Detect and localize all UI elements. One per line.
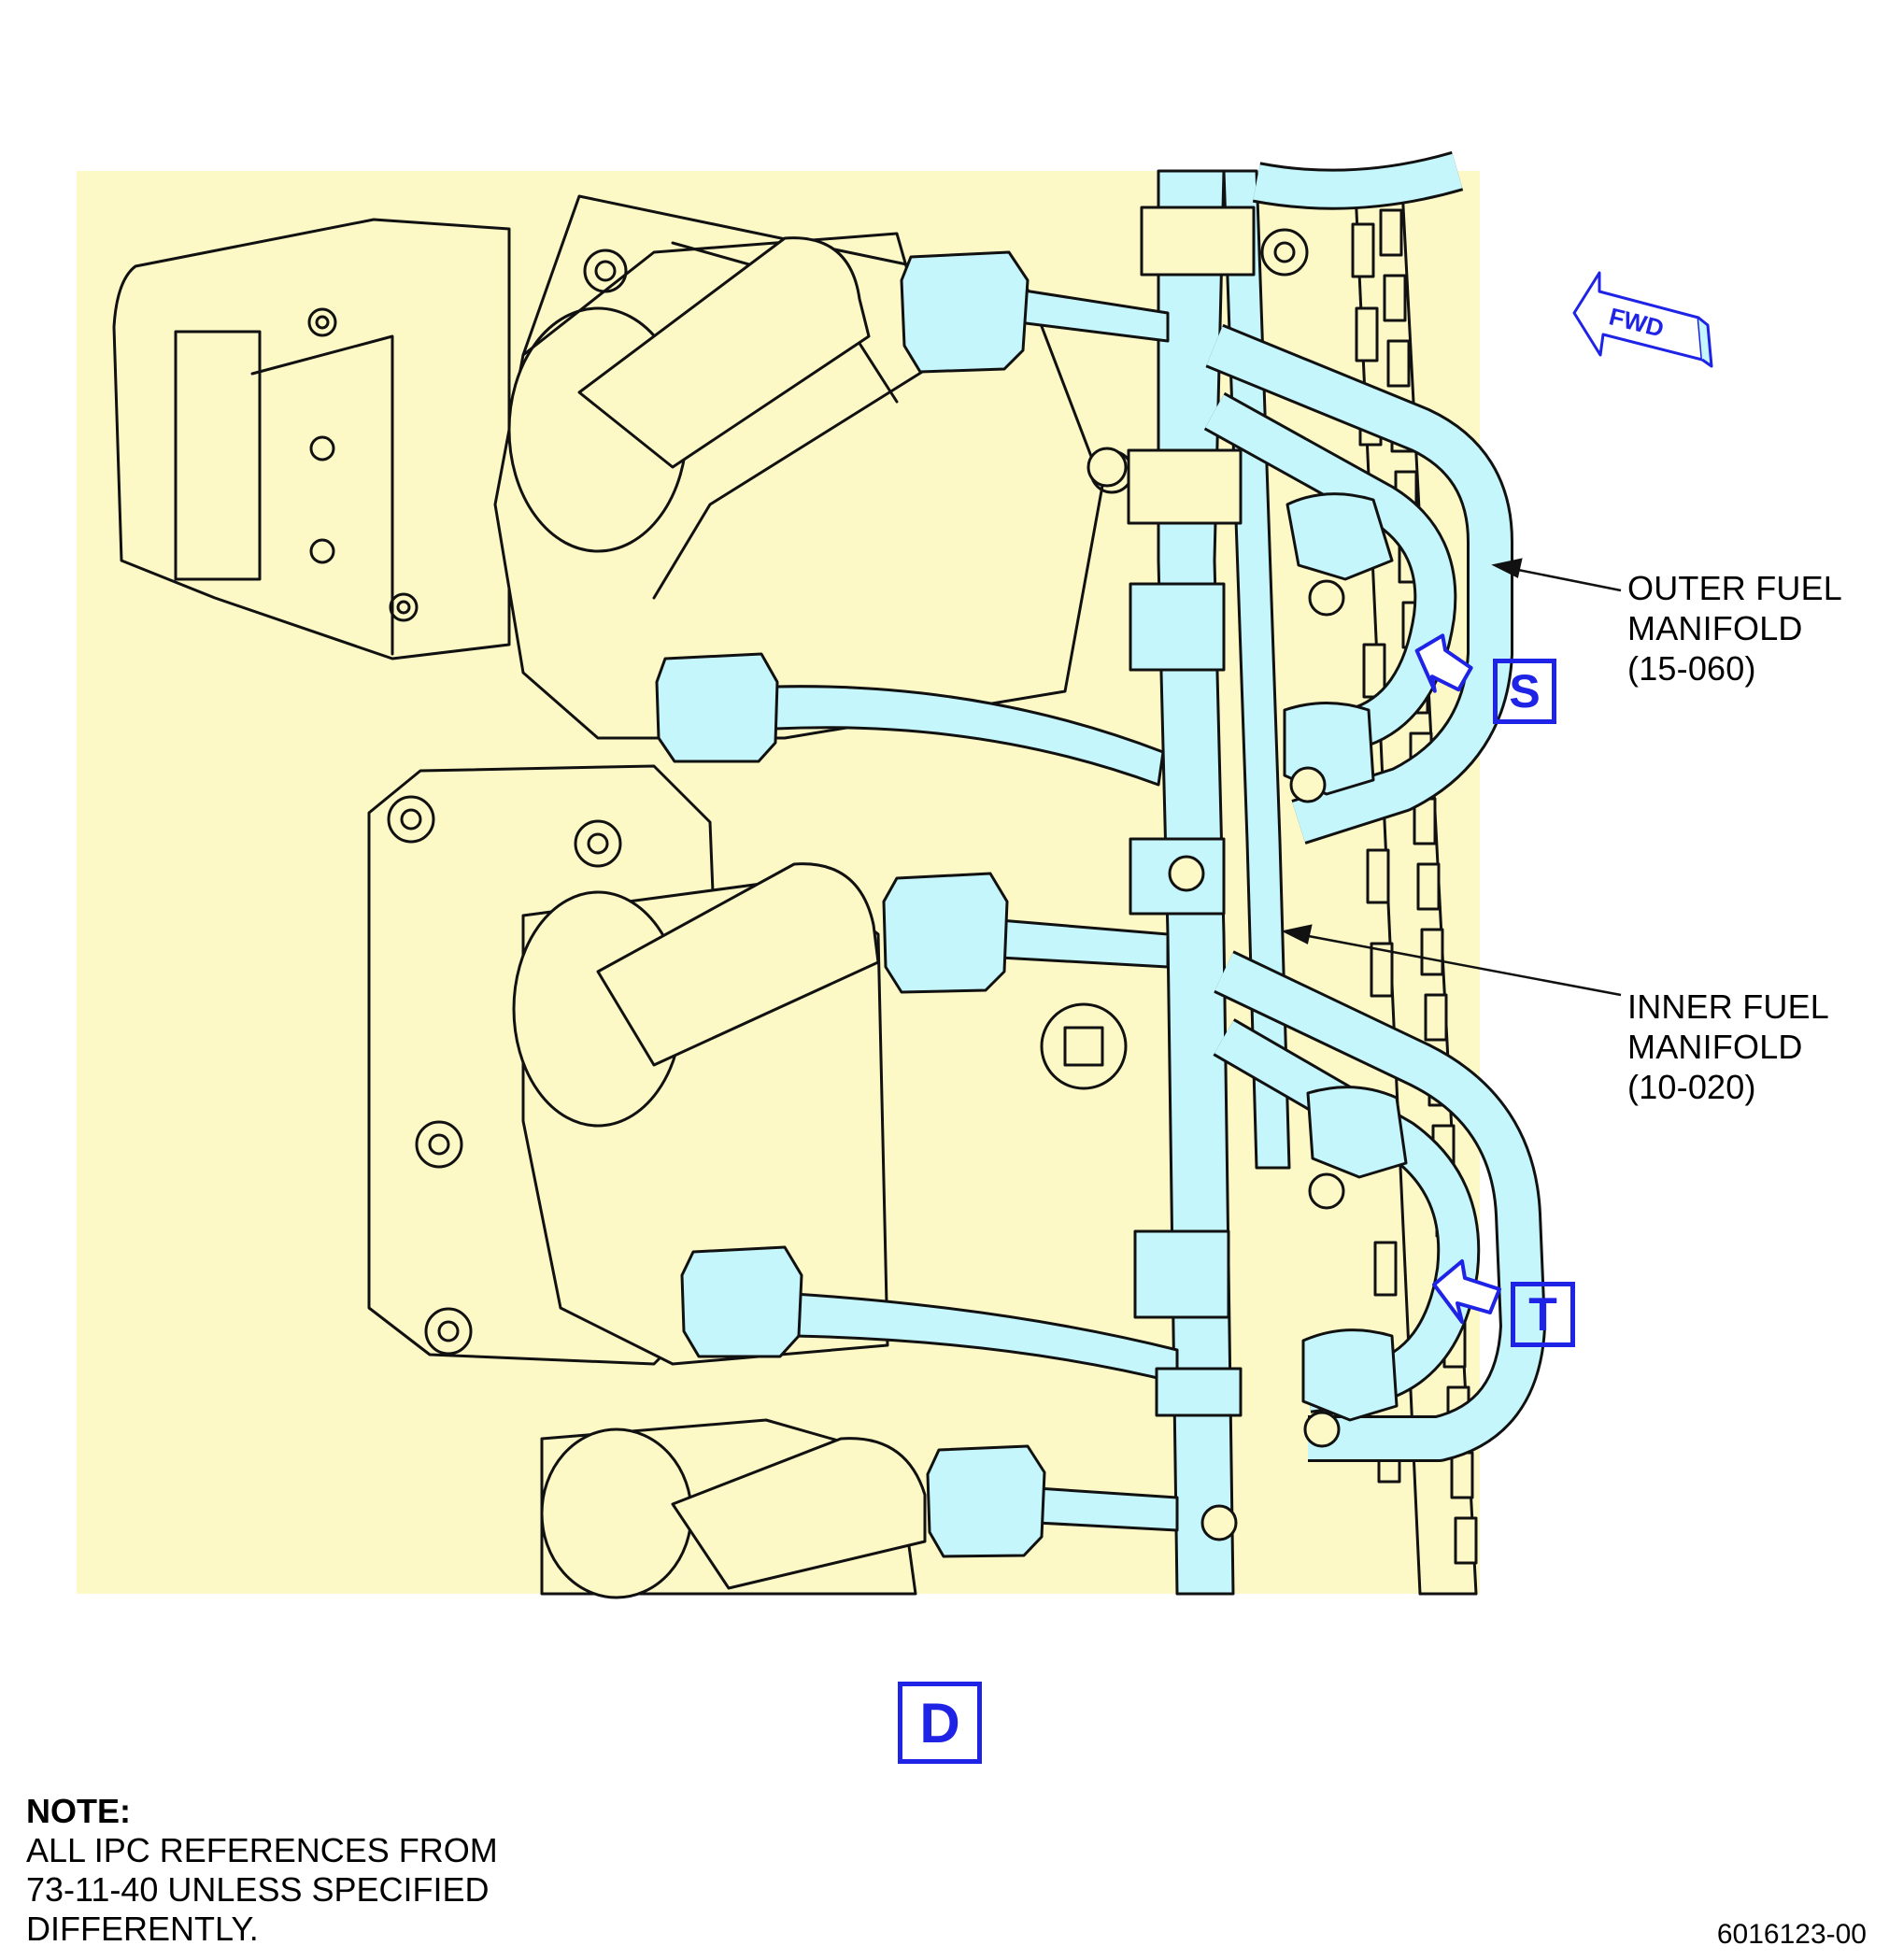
b-nut-5 [926, 1444, 1046, 1558]
view-label-t: T [1511, 1282, 1575, 1347]
bracket-bolt-4 [1289, 766, 1327, 803]
outer-fuel-manifold-callout: OUTER FUEL MANIFOLD (15-060) [1627, 568, 1842, 689]
inner-callout-line-3: (10-020) [1627, 1068, 1756, 1106]
fwd-arrow [1572, 271, 1713, 368]
nozzle-arm-bottom [671, 1437, 927, 1590]
inner-fuel-manifold-callout: INNER FUEL MANIFOLD (10-020) [1627, 987, 1829, 1107]
outer-callout-line-2: MANIFOLD [1627, 609, 1803, 647]
bracket-bolt-8 [1200, 1504, 1238, 1541]
inner-manifold-leader [1298, 932, 1622, 997]
note-title: NOTE: [26, 1792, 131, 1830]
manifold-clamp-2 [1127, 448, 1243, 525]
view-label-d: D [898, 1682, 982, 1764]
tee-fitting-bottom [1301, 1328, 1399, 1422]
note-line-3: DIFFERENTLY. [26, 1910, 259, 1948]
outer-manifold-loop-upper-inner [1206, 326, 1511, 842]
manifold-clamp-1 [1140, 206, 1256, 277]
outer-callout-line-3: (15-060) [1627, 649, 1756, 688]
bracket-bolt-3 [1308, 579, 1345, 617]
view-arrow-s [1414, 633, 1473, 693]
bracket-bolt-1 [1260, 228, 1309, 277]
note-line-2: 73-11-40 UNLESS SPECIFIED [26, 1870, 490, 1909]
tee-fitting-upper [1285, 492, 1394, 581]
tee-fitting-lower [1306, 1086, 1408, 1179]
b-nut-4 [680, 1245, 803, 1358]
view-label-s: S [1493, 659, 1556, 724]
view-arrow-t [1432, 1259, 1501, 1324]
manifold-clamp-6 [1155, 1367, 1243, 1417]
figure-number: 6016123-00 [1716, 1919, 1867, 1950]
bracket-bolt-6 [1308, 1172, 1345, 1210]
manifold-clamp-3 [1129, 582, 1226, 672]
inner-callout-line-2: MANIFOLD [1627, 1028, 1803, 1066]
bracket-bolt-2 [1087, 447, 1128, 488]
inner-callout-line-1: INNER FUEL [1627, 987, 1830, 1026]
note-block: NOTE: ALL IPC REFERENCES FROM 73-11-40 U… [26, 1792, 498, 1949]
inner-manifold-loop-upper-fill [1205, 394, 1455, 765]
b-nut-3 [882, 872, 1009, 994]
outer-manifold-loop-lower-fill [1214, 953, 1543, 1459]
outer-manifold-leader [1508, 566, 1622, 592]
note-line-1: ALL IPC REFERENCES FROM [26, 1831, 498, 1869]
outer-callout-line-1: OUTER FUEL [1627, 569, 1843, 607]
manifold-clamp-5 [1133, 1229, 1230, 1319]
b-nut-1 [900, 250, 1030, 374]
bracket-bolt-7 [1303, 1411, 1341, 1448]
nozzle-arm-middle [596, 862, 880, 1067]
nozzle-arm-upper [577, 236, 871, 469]
transfer-tube-2 [774, 685, 1165, 787]
bracket-bolt-5 [1168, 855, 1205, 892]
b-nut-2 [655, 652, 779, 763]
